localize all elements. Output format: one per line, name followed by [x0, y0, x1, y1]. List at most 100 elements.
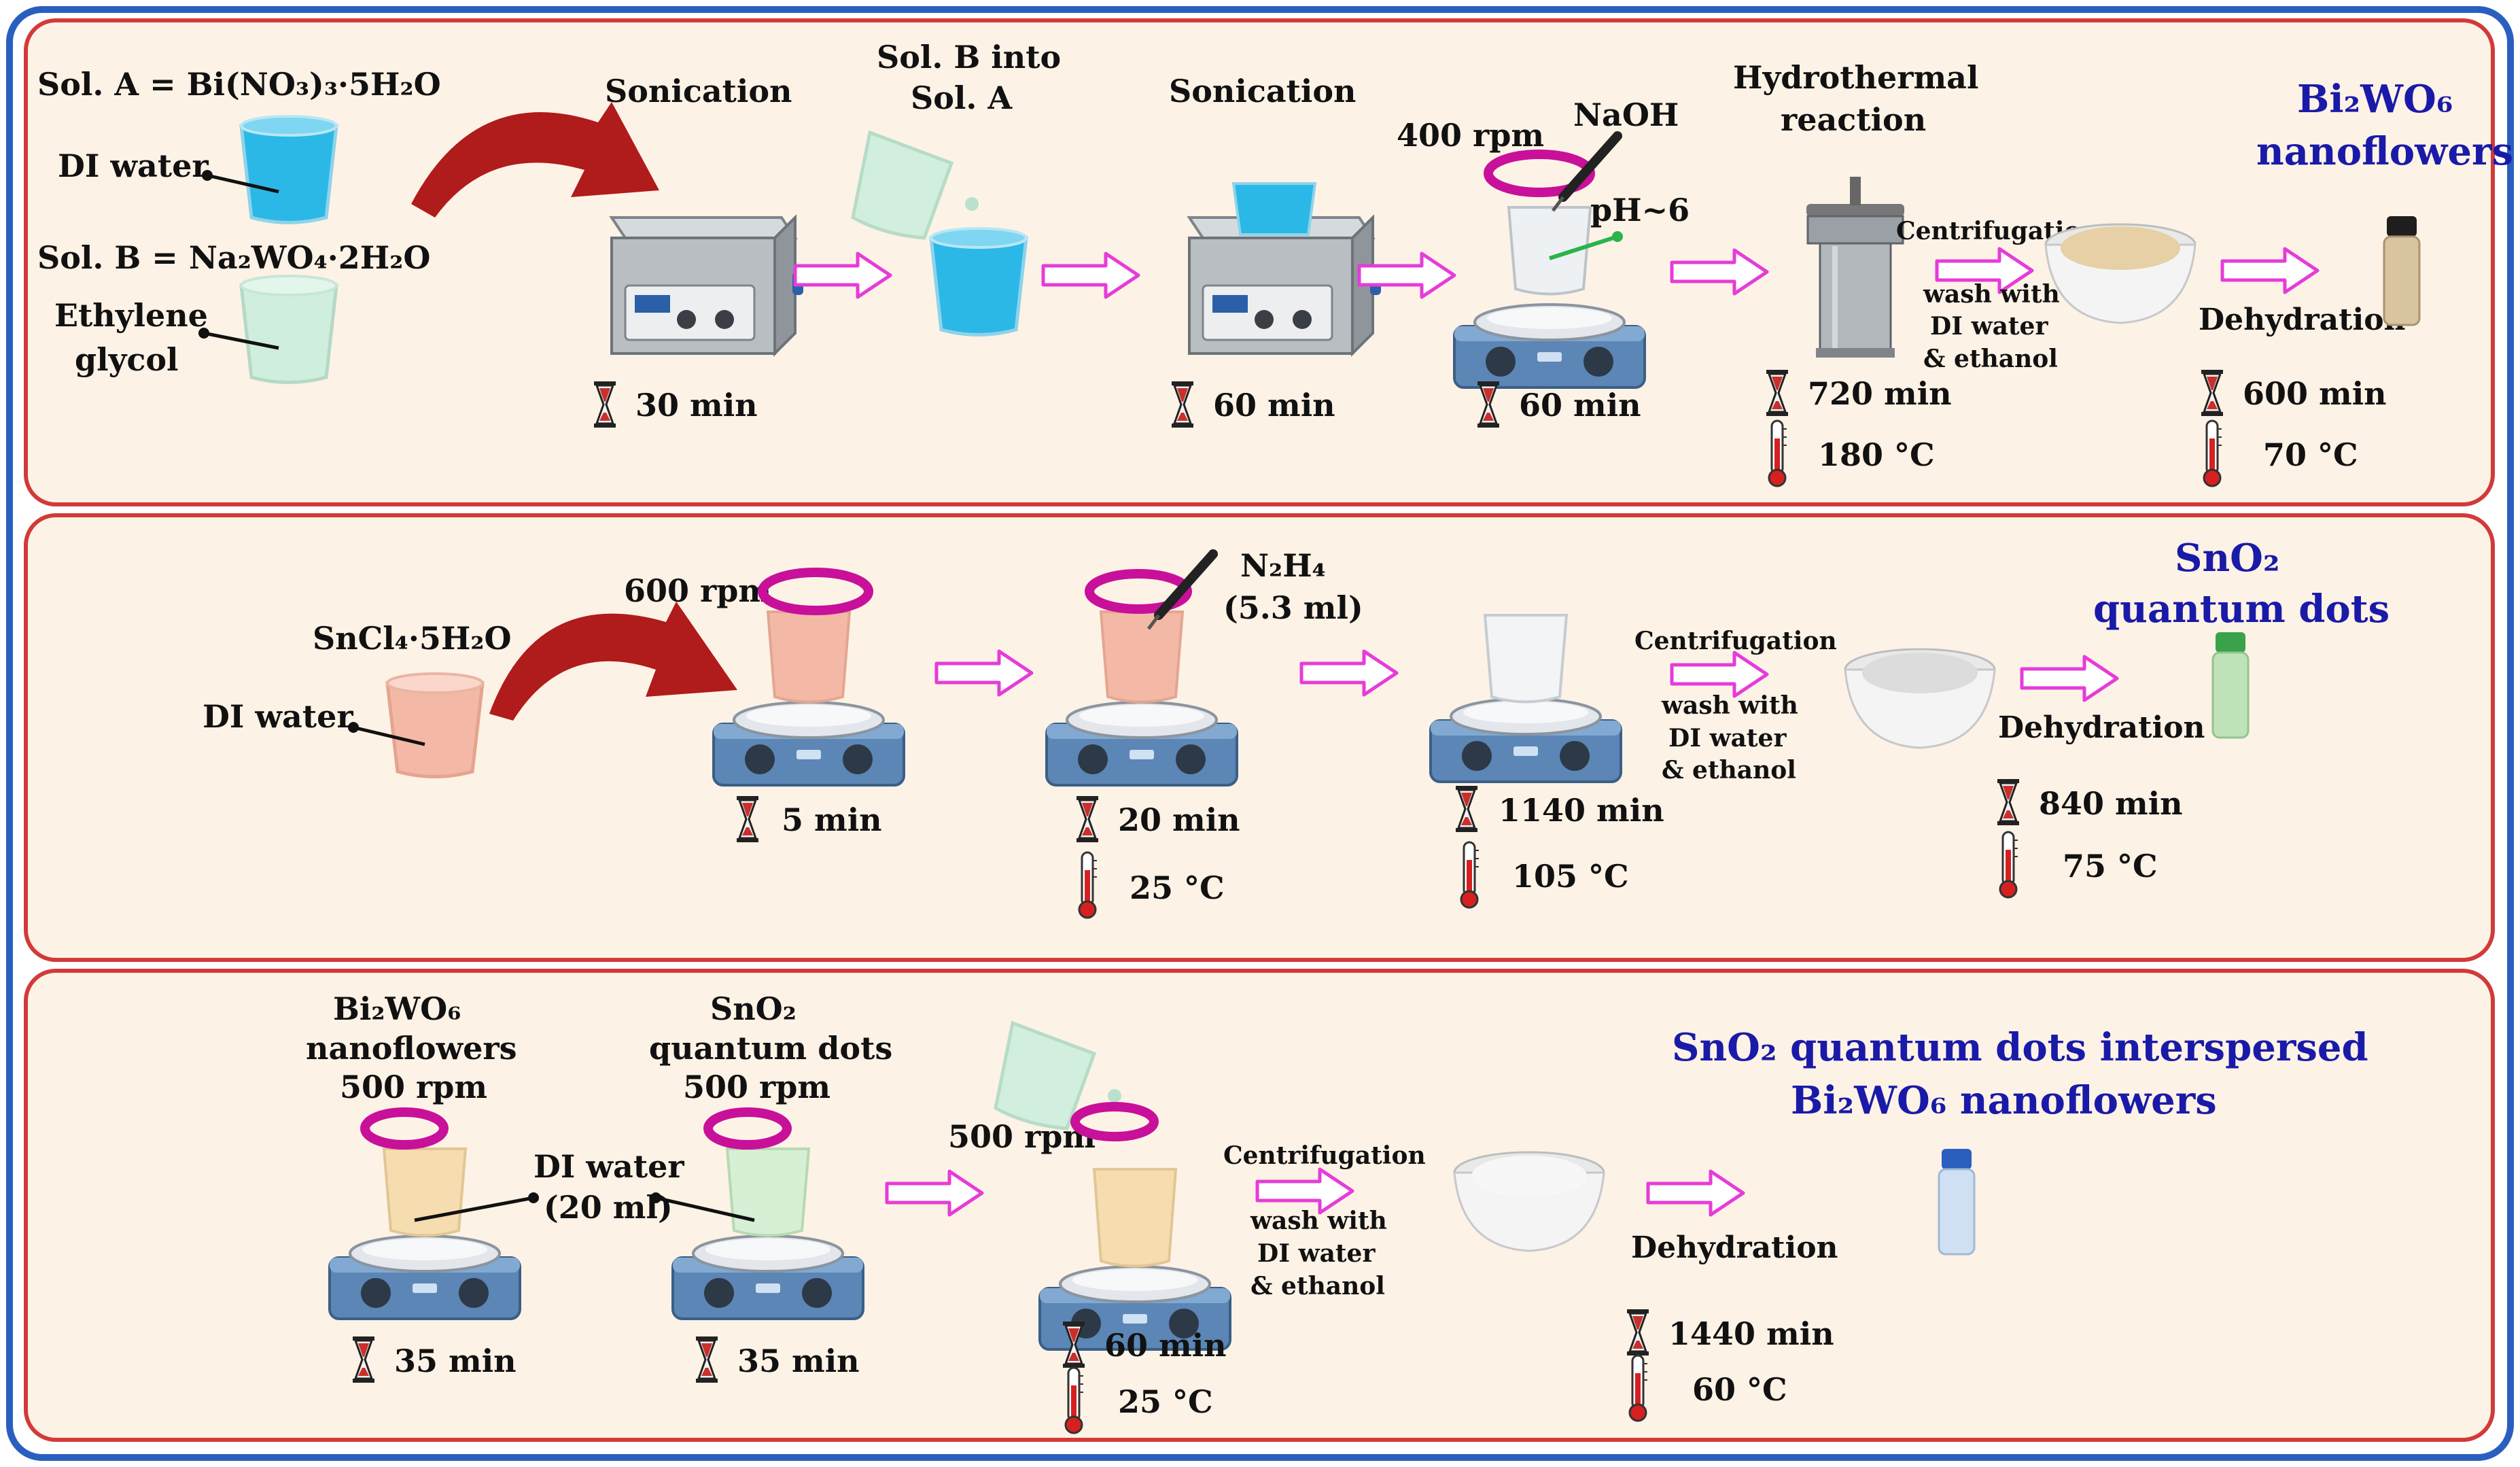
beaker-icon — [725, 1147, 811, 1237]
transfer-arrow-icon — [489, 602, 737, 721]
panel3-content: Bi₂WO₆ nanoflowers 500 rpm 35 min SnO₂ q… — [306, 990, 2368, 1434]
powder — [1862, 653, 1978, 693]
temp-4-label: 180 °C — [1818, 436, 1935, 473]
beaker-icon — [1231, 182, 1317, 236]
hydrothermal-1-label: Hydrothermal — [1733, 59, 1978, 96]
panel1-content: Sol. A = Bi(NO₃)₃·5H₂O DI water Sol. B =… — [37, 39, 2513, 487]
panel2-content: SnCl₄·5H₂O DI water 600 rpm 5 min N₂H₄ (… — [203, 536, 2390, 919]
ph-label: pH~6 — [1590, 192, 1690, 228]
bwo-rpm-label: 500 rpm — [340, 1069, 487, 1105]
time-3-label: 60 min — [1104, 1327, 1227, 1364]
sonication-1-label: Sonication — [605, 73, 792, 109]
transfer-arrow-icon — [411, 102, 659, 218]
time-3-label: 1140 min — [1499, 792, 1664, 829]
wash-2-label: DI water — [1668, 724, 1787, 753]
time-4-label: 720 min — [1808, 375, 1952, 412]
sol-a-label: Sol. A = Bi(NO₃)₃·5H₂O — [37, 66, 441, 103]
hotplate-stirrer-icon — [712, 701, 905, 787]
wash-3-label: & ethanol — [1250, 1272, 1385, 1300]
wash-2-label: DI water — [1257, 1239, 1376, 1268]
glycol-label: glycol — [75, 341, 179, 378]
wash-1-label: wash with — [1661, 691, 1798, 720]
powder — [1471, 1156, 1587, 1196]
time-5-label: 600 min — [2243, 375, 2387, 412]
wash-3-label: & ethanol — [1923, 345, 2058, 373]
solb-into-1-label: Sol. B into — [877, 39, 1061, 75]
hotplate-stirrer-icon — [1045, 701, 1238, 787]
hotplate-stirrer-icon — [328, 1235, 521, 1320]
dehydration-label: Dehydration — [2199, 303, 2406, 337]
time-4-label: 1440 min — [1668, 1315, 1834, 1352]
n2h4-2-label: (5.3 ml) — [1223, 589, 1363, 626]
rpm-label: 600 rpm — [624, 572, 771, 609]
hydrothermal-2-label: reaction — [1781, 101, 1926, 138]
beaker-icon — [385, 672, 485, 778]
time-1-label: 30 min — [635, 387, 758, 424]
hotplate-stirrer-icon — [1453, 303, 1646, 389]
beaker-icon — [851, 130, 979, 240]
wash-1-label: wash with — [1923, 280, 2060, 309]
bwo-1-label: Bi₂WO₆ — [333, 990, 461, 1027]
temp-2-label: 25 °C — [1130, 869, 1225, 906]
product-3-subtitle: Bi₂WO₆ nanoflowers — [1791, 1078, 2217, 1123]
n2h4-1-label: N₂H₄ — [1240, 547, 1326, 584]
bwo-2-label: nanoflowers — [306, 1030, 517, 1067]
stir-arrow-icon — [703, 1107, 792, 1150]
hotplate-stirrer-icon — [671, 1235, 864, 1320]
ultrasonic-bath-icon — [610, 216, 805, 355]
beaker-icon — [1507, 206, 1592, 296]
dropper-icon — [1147, 549, 1218, 630]
centrifugation-label: Centrifugation — [1634, 627, 1837, 655]
beaker-icon — [994, 1020, 1121, 1131]
vial-icon — [1938, 1149, 1976, 1256]
time-2-label: 60 min — [1213, 387, 1335, 424]
powder — [2061, 226, 2180, 270]
vial-icon — [2211, 632, 2250, 739]
sno-2-label: quantum dots — [649, 1030, 892, 1067]
stir-arrow-icon — [360, 1107, 449, 1150]
beaker-icon — [1483, 614, 1569, 704]
rpm-label: 400 rpm — [1397, 117, 1544, 154]
product-1-title: Bi₂WO₆ — [2297, 77, 2453, 122]
time-3-label: 60 min — [1519, 387, 1641, 424]
wash-2-label: DI water — [1930, 312, 2048, 341]
ethylene-label: Ethylene — [54, 297, 208, 334]
time-1-label: 5 min — [782, 801, 882, 838]
wash-3-label: & ethanol — [1662, 756, 1796, 784]
stir-arrow-icon — [758, 568, 873, 615]
temp-4-label: 75 °C — [2063, 848, 2158, 884]
product-3-title: SnO₂ quantum dots interspersed — [1672, 1025, 2368, 1070]
panel-composite — [24, 969, 2495, 1442]
product-1-subtitle: nanoflowers — [2256, 129, 2513, 174]
time-4-label: 840 min — [2039, 785, 2183, 822]
beaker-icon — [766, 610, 852, 704]
di-1-label: DI water — [533, 1148, 684, 1185]
di-water-label: DI water — [203, 698, 353, 735]
centrifugation-label: Centrifugation — [1223, 1141, 1426, 1170]
beaker-icon — [1099, 610, 1185, 704]
di-water-label: DI water — [58, 148, 209, 184]
naoh-label: NaOH — [1573, 97, 1679, 133]
sno-rpm-label: 500 rpm — [683, 1069, 830, 1105]
beaker-icon — [1092, 1168, 1178, 1268]
ultrasonic-bath-icon — [1188, 216, 1382, 355]
beaker-icon — [239, 115, 338, 224]
sonication-2-label: Sonication — [1169, 73, 1356, 109]
vial-icon — [2383, 216, 2421, 326]
sol-b-label: Sol. B = Na₂WO₄·2H₂O — [37, 239, 430, 276]
stir-arrow-icon — [1085, 569, 1192, 614]
hotplate-stirrer-icon — [1429, 697, 1622, 783]
beaker-icon — [239, 275, 338, 384]
time-2-label: 35 min — [737, 1343, 860, 1379]
product-2-title: SnO₂ — [2175, 536, 2279, 581]
time-2-label: 20 min — [1118, 801, 1240, 838]
product-2-subtitle: quantum dots — [2093, 587, 2390, 632]
sncl4-label: SnCl₄·5H₂O — [313, 620, 512, 657]
temp-3-label: 25 °C — [1118, 1383, 1213, 1420]
dropper-icon — [1552, 131, 1622, 212]
temp-4-label: 60 °C — [1692, 1371, 1787, 1408]
sno-1-label: SnO₂ — [710, 990, 797, 1027]
beaker-icon — [929, 227, 1028, 336]
stir-arrow-icon — [1070, 1102, 1159, 1141]
